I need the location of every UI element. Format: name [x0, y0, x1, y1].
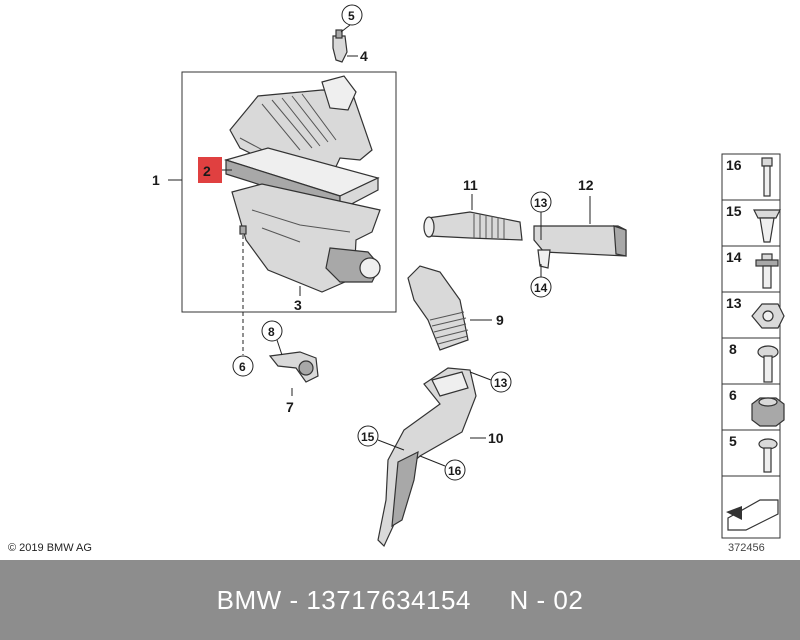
footer-separator: - [281, 584, 307, 615]
diagram-reference-number: 372456 [728, 542, 765, 554]
callout-5: 5 [348, 9, 355, 23]
legend-number-13: 13 [726, 295, 742, 311]
part-7-bracket [268, 351, 319, 383]
callout-3: 3 [294, 297, 302, 313]
callout-2-highlight [198, 157, 222, 183]
part-11-intake-pipe [423, 211, 523, 241]
legend-number-16: 16 [726, 157, 742, 173]
part-10-air-duct [377, 367, 477, 548]
screw-icon [757, 345, 779, 383]
callout-16: 16 [448, 464, 462, 478]
legend-number-8: 8 [729, 341, 737, 357]
legend-number-6: 6 [729, 387, 737, 403]
continue-arrow-icon [726, 499, 779, 531]
bolt-icon-small [758, 438, 778, 473]
callout-9: 9 [496, 312, 504, 328]
callout-8: 8 [268, 325, 275, 339]
part-4-sensor-bracket [332, 29, 348, 63]
callout-13b: 13 [494, 376, 508, 390]
hex-nut-icon [751, 303, 785, 329]
rubber-grommet-icon [751, 397, 785, 427]
callout-13b-circle [490, 371, 512, 393]
part-3-lower-housing [231, 183, 381, 293]
legend-number-15: 15 [726, 203, 742, 219]
legend-number-14: 14 [726, 249, 742, 265]
callout-2: 2 [203, 163, 211, 179]
callout-14a: 14 [534, 281, 548, 295]
footer-code: N - 02 [509, 584, 584, 615]
callout-6: 6 [239, 360, 246, 374]
expansion-rivet-icon [753, 209, 781, 243]
bolt-icon [761, 157, 773, 197]
callout-6-circle [232, 355, 254, 377]
callout-8-circle [261, 320, 283, 342]
callout-10: 10 [488, 430, 504, 446]
footer-gap [471, 585, 510, 616]
callout-16-circle [444, 459, 466, 481]
callout-13a: 13 [534, 196, 548, 210]
copyright-text: © 2019 BMW AG [8, 542, 92, 554]
callout-1: 1 [152, 172, 160, 188]
stud-bolt-icon [755, 253, 779, 289]
callout-7: 7 [286, 399, 294, 415]
footer-part-number: 13717634154 [306, 584, 471, 615]
footer-brand: BMW [216, 584, 282, 615]
callout-15: 15 [361, 430, 375, 444]
parts-diagram: 4 5 1 2 3 6 8 7 [152, 4, 785, 548]
legend-number-5: 5 [729, 433, 737, 449]
callout-4: 4 [360, 48, 368, 64]
callout-5-circle [341, 4, 363, 26]
part-12-intake-snorkel [533, 225, 627, 269]
callout-12: 12 [578, 177, 594, 193]
callout-15-circle [357, 425, 379, 447]
assembly-frame [181, 71, 397, 313]
footer-bar: BMW - 13717634154 N - 02 [0, 560, 800, 640]
callout-11: 11 [463, 177, 478, 193]
part-9-bellows [407, 265, 469, 351]
